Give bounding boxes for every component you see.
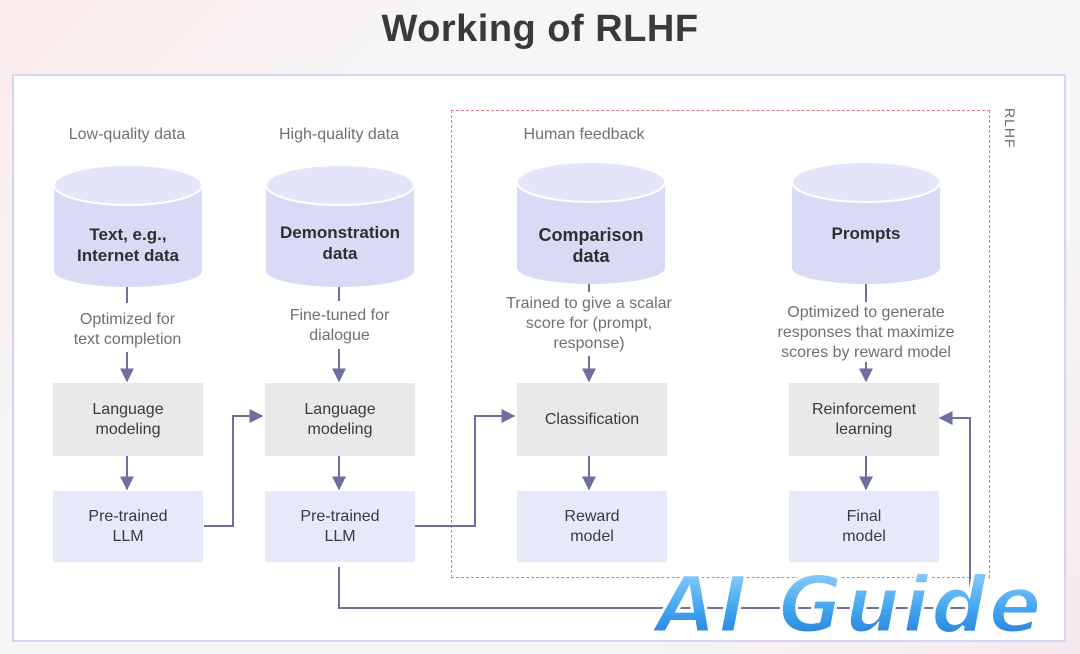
process-reinforcement-learning: Reinforcement learning: [789, 383, 939, 456]
output-final-model: Final model: [789, 491, 939, 562]
page-title: Working of RLHF: [381, 8, 699, 50]
db-label-text-internet: Text, e.g., Internet data: [76, 225, 180, 265]
edge-output2-rl: [338, 411, 971, 609]
edge-label-text-completion: Optimized for text completion: [73, 311, 182, 348]
database-comparison: [516, 161, 666, 284]
db-label-prompts: Prompts: [831, 224, 901, 243]
watermark-faint-text: 公: [725, 600, 742, 617]
edge-output1-process2: [204, 409, 264, 527]
output-pretrained-llm-1: Pre-trained LLM: [53, 491, 203, 562]
process-language-modeling-2: Language modeling: [265, 383, 415, 456]
process-language-modeling-1: Language modeling: [53, 383, 203, 456]
database-prompts: [791, 161, 941, 284]
top-label-low-quality: Low-quality data: [68, 126, 186, 143]
watermark-logo-text: AI Guide: [650, 561, 1044, 648]
database-demonstration: [265, 164, 415, 287]
rlhf-label: RLHF: [1002, 108, 1018, 149]
edge-output2-process3: [415, 409, 516, 527]
top-label-human-feedback: Human feedback: [523, 126, 645, 143]
edge-label-dialogue: Fine-tuned for dialogue: [289, 307, 390, 344]
edge-label-maximize-scores: Optimized to generate responses that max…: [777, 304, 955, 361]
edge-label-scalar-score: Trained to give a scalar score for (prom…: [506, 295, 672, 352]
output-pretrained-llm-2: Pre-trained LLM: [265, 491, 415, 562]
db-label-demonstration: Demonstration data: [280, 223, 400, 263]
process-classification: Classification: [517, 383, 667, 456]
watermark-logo: AI Guide: [650, 560, 1044, 648]
output-reward-model: Reward model: [517, 491, 667, 562]
rlhf-boundary: [451, 110, 990, 578]
database-text-internet: [53, 164, 203, 287]
db-label-comparison: Comparison data: [538, 225, 644, 266]
top-label-high-quality: High-quality data: [278, 126, 400, 143]
